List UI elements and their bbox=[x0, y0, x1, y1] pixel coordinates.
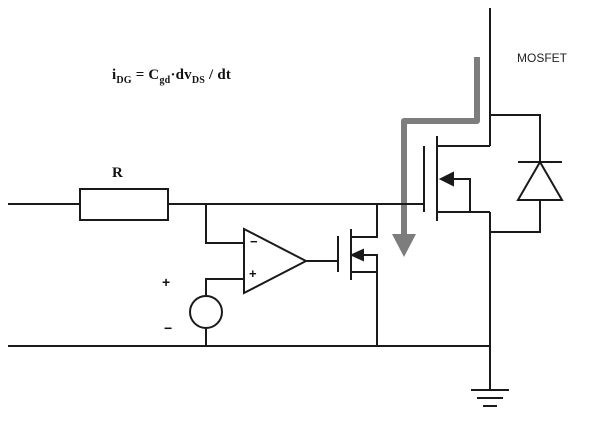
ground-icon bbox=[471, 389, 509, 407]
power-mosfet-symbol bbox=[423, 136, 490, 221]
gate-current-arrow bbox=[392, 57, 480, 257]
power-mosfet-label: MOSFET bbox=[517, 51, 567, 65]
formula-dv-sub: DS bbox=[191, 75, 206, 86]
diode-triangle bbox=[516, 160, 564, 201]
gate-current-formula: iDG = Cgd·dvDS / dt bbox=[112, 68, 231, 86]
source-plus-sign: + bbox=[162, 274, 171, 290]
source-minus-sign: − bbox=[164, 320, 173, 336]
diode-cathode-lead bbox=[490, 114, 541, 162]
wires bbox=[8, 8, 564, 407]
inverting-input-wire bbox=[205, 204, 244, 244]
resistor-label: R bbox=[112, 165, 123, 181]
formula-equals-c: = C bbox=[131, 67, 160, 83]
opamp-noninverting-sign: + bbox=[249, 266, 257, 281]
noninverting-input-wire bbox=[205, 278, 244, 296]
formula-i-sub: DG bbox=[116, 75, 132, 86]
current-arrow-shaft bbox=[401, 57, 480, 238]
diode-anode-lead bbox=[490, 200, 541, 233]
driver-mosfet-body-lead bbox=[360, 254, 378, 272]
opamp-symbol bbox=[243, 227, 309, 295]
formula-tail: / dt bbox=[205, 67, 232, 83]
body-diode-symbol bbox=[490, 114, 564, 233]
formula-dv: ·dv bbox=[170, 67, 192, 83]
driver-mosfet-body-arrow-icon bbox=[349, 248, 364, 262]
opamp-inverting-sign: − bbox=[250, 234, 258, 249]
voltage-source-symbol bbox=[189, 295, 223, 329]
formula-c-sub: gd bbox=[159, 75, 171, 86]
driver-mosfet-drain-lead bbox=[351, 204, 378, 238]
power-mosfet-body-lead bbox=[452, 178, 471, 212]
power-mosfet-body-arrow-icon bbox=[438, 171, 454, 187]
driver-mosfet-source-lead bbox=[351, 271, 378, 346]
current-arrow-head bbox=[392, 234, 416, 257]
formula-i: i bbox=[112, 67, 117, 83]
driver-mosfet-symbol bbox=[337, 204, 378, 346]
resistor-body bbox=[79, 188, 169, 221]
